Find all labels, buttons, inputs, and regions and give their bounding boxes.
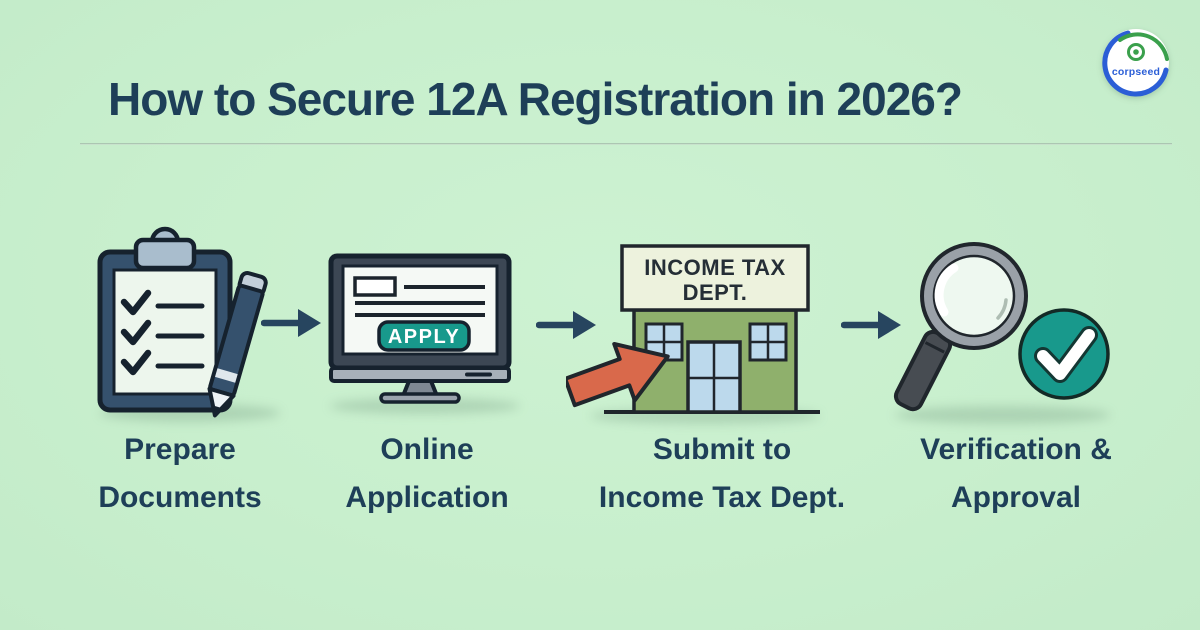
- submit-arrow-icon: [566, 341, 670, 408]
- magnifier-handle: [893, 329, 953, 412]
- step-label-line: Verification &: [920, 433, 1112, 466]
- door: [686, 340, 742, 414]
- approval-check-icon: [1018, 308, 1110, 400]
- monitor-apply-icon: APPLY: [328, 253, 512, 404]
- clipboard: [97, 226, 233, 413]
- apply-button: APPLY: [377, 320, 471, 352]
- step-label-line: Income Tax Dept.: [598, 481, 846, 514]
- step-label-line: Submit to: [652, 433, 792, 466]
- page-title: How to Secure 12A Registration in 2026?: [108, 73, 963, 125]
- step-label-line: Application: [345, 481, 509, 514]
- clip: [133, 237, 197, 271]
- pen-icon: [207, 271, 268, 418]
- flow-arrow-icon: [841, 311, 901, 339]
- step-label-line: Online: [380, 433, 474, 466]
- window-right: [748, 322, 788, 362]
- magnifier-glass: [920, 242, 1028, 350]
- title-divider: [80, 143, 1172, 145]
- step-label-line: Documents: [98, 481, 262, 514]
- step-label-online-application: Online Application: [307, 426, 547, 522]
- step-label-prepare-documents: Prepare Documents: [60, 426, 300, 522]
- logo-swirl-icon: [1102, 30, 1169, 97]
- apply-button-label: APPLY: [388, 326, 460, 348]
- icon-shadow: [895, 406, 1110, 424]
- magnifier-check-icon: [893, 242, 1110, 412]
- logo-brand-text: corpseed: [1112, 66, 1160, 78]
- step-label-line: Prepare: [124, 433, 236, 466]
- step-label-submit-to-income-tax-dept: Submit to Income Tax Dept.: [560, 426, 884, 522]
- sign-line-1: INCOME TAX: [644, 255, 785, 280]
- icon-shadow: [330, 398, 520, 414]
- webform-lines: [353, 276, 485, 317]
- sign-line-2: DEPT.: [683, 280, 748, 305]
- clipboard-checklist-icon: [97, 226, 268, 418]
- flow-arrow-icon: [261, 309, 321, 337]
- step-label-verification-approval: Verification & Approval: [880, 426, 1152, 522]
- monitor-base: [379, 392, 461, 404]
- building-sign: INCOME TAX DEPT.: [620, 244, 810, 312]
- flow-arrow-icon: [536, 311, 596, 339]
- step-label-line: Approval: [950, 481, 1082, 514]
- logo-circle: [1103, 29, 1169, 95]
- checklist-rows: [120, 289, 205, 376]
- tax-building-icon: INCOME TAX DEPT.: [566, 244, 820, 414]
- brand-logo: corpseed: [1102, 29, 1169, 97]
